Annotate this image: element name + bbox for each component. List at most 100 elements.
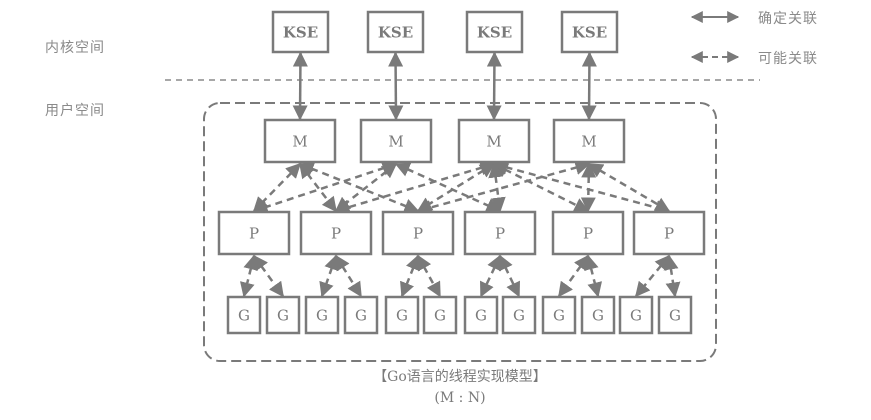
- p-g-possible-edge: [583, 254, 603, 298]
- p-node: P: [551, 210, 625, 256]
- kse-label: KSE: [283, 23, 318, 41]
- g-box: [657, 295, 693, 335]
- kse-node: KSE: [366, 10, 425, 54]
- p-box: [551, 210, 625, 256]
- edges-layer: [239, 51, 681, 298]
- p-g-possible-edge: [319, 254, 339, 298]
- m-p-possible-edge: [587, 162, 671, 213]
- p-label: P: [331, 224, 341, 242]
- g-label: G: [592, 306, 604, 324]
- m-box: [552, 118, 626, 164]
- p-label: P: [495, 224, 505, 242]
- m-node: M: [359, 118, 433, 164]
- user-space-container: [203, 102, 717, 362]
- m-box: [457, 118, 531, 164]
- m-p-possible-edge: [492, 160, 671, 215]
- m-label: M: [486, 132, 501, 150]
- m-p-possible-edge: [580, 162, 597, 213]
- m-p-possible-edge: [299, 162, 337, 213]
- m-node: M: [457, 118, 531, 164]
- kse-label: KSE: [572, 23, 607, 41]
- g-box: [304, 295, 340, 335]
- kse-node: KSE: [465, 10, 524, 54]
- g-label: G: [669, 306, 681, 324]
- kse-node: KSE: [560, 10, 619, 54]
- p-g-possible-edge: [416, 254, 442, 298]
- kse-m-definite-edge: [581, 51, 597, 121]
- user-space-label: 用户空间: [45, 103, 105, 119]
- p-g-possible-edge: [334, 254, 363, 298]
- p-box: [217, 210, 291, 256]
- p-g-possible-edge: [239, 254, 259, 298]
- p-box: [299, 210, 373, 256]
- p-g-possible-edge: [479, 254, 502, 298]
- g-label: G: [513, 306, 525, 324]
- kse-label: KSE: [378, 23, 413, 41]
- g-label: G: [475, 306, 487, 324]
- g-node: G: [384, 295, 420, 335]
- g-node: G: [580, 295, 616, 335]
- g-node: G: [265, 295, 301, 335]
- g-node: G: [422, 295, 458, 335]
- g-node: G: [226, 295, 262, 335]
- m-label: M: [292, 132, 307, 150]
- p-g-possible-edge: [663, 254, 681, 298]
- p-label: P: [664, 224, 674, 242]
- g-node: G: [501, 295, 537, 335]
- p-label: P: [249, 224, 259, 242]
- g-node: G: [541, 295, 577, 335]
- legend-definite-label: 确定关联: [758, 11, 818, 27]
- kse-label: KSE: [477, 23, 512, 41]
- m-box: [263, 118, 337, 164]
- g-label: G: [277, 306, 289, 324]
- g-box: [463, 295, 499, 335]
- kse-box: [560, 10, 619, 54]
- p-node: P: [463, 210, 537, 256]
- m-node: M: [552, 118, 626, 164]
- m-p-possible-edge: [488, 162, 506, 213]
- caption-ratio: (M : N): [434, 390, 486, 406]
- p-g-possible-edge: [635, 254, 670, 298]
- g-box: [226, 295, 262, 335]
- m-p-possible-edge: [334, 163, 398, 212]
- g-node: G: [618, 295, 654, 335]
- g-box: [541, 295, 577, 335]
- g-node: G: [463, 295, 499, 335]
- g-box: [501, 295, 537, 335]
- g-label: G: [434, 306, 446, 324]
- kse-m-definite-edge: [388, 51, 404, 121]
- p-node: P: [217, 210, 291, 256]
- p-node: P: [632, 210, 706, 256]
- p-g-possible-edge: [252, 254, 285, 298]
- g-node: G: [304, 295, 340, 335]
- p-node: P: [299, 210, 373, 256]
- g-label: G: [396, 306, 408, 324]
- m-p-possible-edge: [416, 162, 496, 213]
- kernel-space-label: 内核空间: [45, 40, 105, 56]
- m-p-possible-edge: [416, 160, 591, 215]
- g-box: [343, 295, 379, 335]
- p-box: [381, 210, 455, 256]
- g-label: G: [630, 306, 642, 324]
- kse-box: [465, 10, 524, 54]
- caption-title: 【Go语言的线程实现模型】: [373, 369, 547, 385]
- g-label: G: [316, 306, 328, 324]
- legend-possible-label: 可能关联: [758, 51, 818, 67]
- kse-m-definite-edge: [292, 51, 308, 121]
- g-box: [384, 295, 420, 335]
- g-label: G: [238, 306, 250, 324]
- p-g-possible-edge: [557, 254, 590, 298]
- m-box: [359, 118, 433, 164]
- g-node: G: [657, 295, 693, 335]
- p-label: P: [413, 224, 423, 242]
- kse-box: [366, 10, 425, 54]
- kse-box: [271, 10, 330, 54]
- g-label: G: [355, 306, 367, 324]
- g-box: [618, 295, 654, 335]
- p-box: [632, 210, 706, 256]
- p-box: [463, 210, 537, 256]
- g-box: [422, 295, 458, 335]
- g-node: G: [343, 295, 379, 335]
- p-g-possible-edge: [400, 254, 420, 298]
